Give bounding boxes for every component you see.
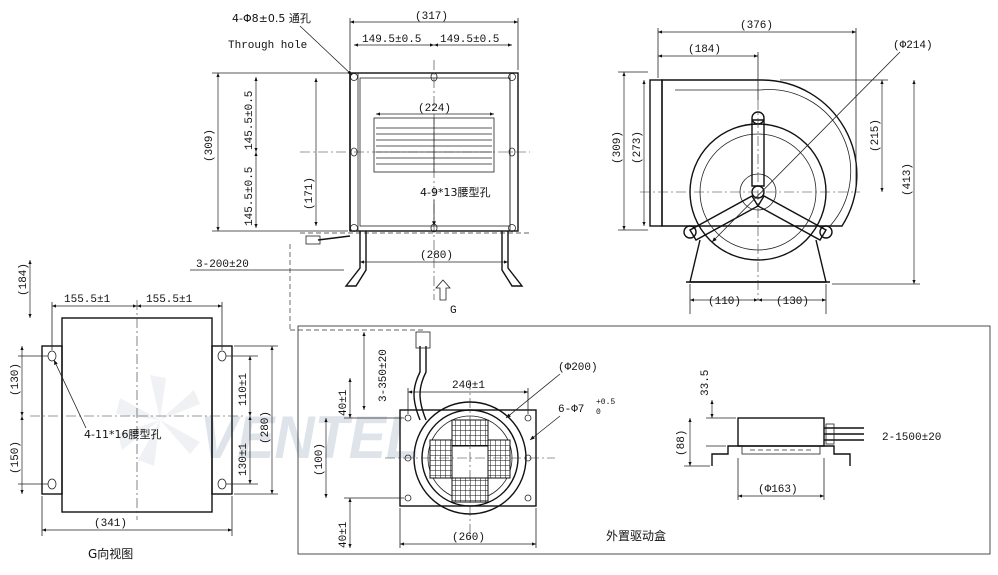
dim-driver-33-5: 33.5 bbox=[700, 370, 712, 396]
dim-outlet-224: (224) bbox=[418, 103, 451, 115]
g-slot-hole bbox=[217, 350, 227, 362]
flange-hole bbox=[524, 494, 532, 502]
g-slot-hole bbox=[217, 478, 227, 490]
dim-g-150: (150) bbox=[10, 441, 22, 474]
dim-flange-100: (100) bbox=[314, 443, 326, 476]
through-hole bbox=[350, 73, 358, 81]
dim-height-309: (309) bbox=[204, 129, 216, 162]
vent-grid bbox=[429, 439, 453, 479]
dim-g-184: (184) bbox=[18, 263, 30, 296]
side-flange bbox=[649, 79, 663, 227]
label-slot-spec: 4-9*13腰型孔 bbox=[420, 185, 490, 199]
through-hole bbox=[508, 224, 516, 232]
dim-flange-240: 240±1 bbox=[452, 380, 485, 392]
label-flange-hole-spec: 6-Φ7 bbox=[558, 404, 584, 416]
flange-hole bbox=[404, 414, 412, 422]
dim-driver-88: (88) bbox=[676, 430, 688, 456]
dim-side-309: (309) bbox=[612, 131, 624, 164]
label-view-g: G bbox=[450, 305, 457, 317]
dim-g-110: 110±1 bbox=[238, 373, 250, 406]
dim-side-half-184: (184) bbox=[688, 44, 721, 56]
dim-driver-163: (Φ163) bbox=[758, 484, 798, 496]
dim-side-width-376: (376) bbox=[740, 20, 773, 32]
watermark-logo: VENTEL bbox=[116, 375, 420, 471]
dim-wheel-diameter: (Φ214) bbox=[893, 40, 933, 52]
caption-g-view: G向视图 bbox=[88, 546, 133, 561]
dim-side-273: (273) bbox=[632, 131, 644, 164]
g-slot-hole bbox=[47, 350, 57, 362]
dim-hole-pitch-left: 149.5±0.5 bbox=[362, 34, 421, 46]
through-hole bbox=[508, 73, 516, 81]
dim-side-413: (413) bbox=[902, 163, 914, 196]
dim-g-pitch-right: 155.5±1 bbox=[146, 294, 193, 306]
dim-width-317: (317) bbox=[415, 11, 448, 23]
dim-flange-260: (260) bbox=[452, 532, 485, 544]
detail-frame bbox=[297, 325, 991, 555]
dim-pitch-vertical-top: 145.5±0.5 bbox=[244, 91, 256, 150]
label-flange-tol-upper: +0.5 bbox=[596, 398, 615, 407]
dim-g-130: (130) bbox=[10, 363, 22, 396]
dim-foot-130: (130) bbox=[776, 296, 809, 308]
label-through-hole-en: Through hole bbox=[228, 40, 307, 52]
dim-side-215: (215) bbox=[870, 119, 882, 152]
dim-inner-171: (171) bbox=[304, 177, 316, 210]
dim-driver-cable: 2-1500±20 bbox=[882, 432, 941, 444]
flange-hole bbox=[404, 494, 412, 502]
driver-box-body bbox=[737, 417, 825, 447]
cable-plug bbox=[415, 331, 431, 349]
dim-g-280: (280) bbox=[260, 411, 272, 444]
caption-driver-box: 外置驱动盒 bbox=[606, 528, 666, 543]
driver-box-bracket bbox=[711, 445, 851, 466]
side-view: (376) (184) (Φ214) (309) (273) (215) (41… bbox=[612, 20, 933, 314]
dim-base-280: (280) bbox=[420, 250, 453, 262]
g-slot-hole bbox=[47, 478, 57, 490]
dim-hole-pitch-right: 149.5±0.5 bbox=[440, 34, 499, 46]
cable-plug bbox=[305, 235, 321, 245]
label-through-hole-spec: 4-Φ8±0.5 通孔 bbox=[232, 12, 311, 25]
dim-g-341: (341) bbox=[94, 518, 127, 530]
dim-flange-40-top: 40±1 bbox=[338, 389, 350, 416]
flange-hole bbox=[524, 414, 532, 422]
view-direction-arrow bbox=[435, 279, 451, 301]
driver-box-view: 33.5 (88) 2-1500±20 (Φ163) 外置驱动盒 bbox=[606, 370, 941, 543]
flange-view: 3-350±20 240±1 (Φ200) 6-Φ7 +0.5 0 40±1 (… bbox=[314, 331, 615, 548]
vent-grid bbox=[487, 439, 511, 479]
g-view: (184) 155.5±1 155.5±1 (130) (150) 110±1 … bbox=[10, 260, 278, 561]
dim-cable-length: 3-200±20 bbox=[196, 259, 249, 271]
dim-foot-110: (110) bbox=[708, 296, 741, 308]
top-view: (317) 149.5±0.5 149.5±0.5 4-Φ8±0.5 通孔 Th… bbox=[190, 11, 530, 331]
label-flange-tol-lower: 0 bbox=[596, 408, 601, 417]
dim-g-pitch-left: 155.5±1 bbox=[64, 294, 111, 306]
dim-flange-40-bottom: 40±1 bbox=[338, 521, 350, 548]
dim-flange-diameter: (Φ200) bbox=[558, 362, 598, 374]
through-hole bbox=[350, 224, 358, 232]
dim-flange-cable: 3-350±20 bbox=[378, 349, 390, 402]
svg-text:VENTEL: VENTEL bbox=[200, 404, 420, 471]
label-g-slot-spec: 4-11*16腰型孔 bbox=[84, 427, 161, 441]
dim-pitch-vertical-bottom: 145.5±0.5 bbox=[244, 167, 256, 226]
scroll-housing bbox=[661, 79, 858, 227]
dim-g-130b: 130±1 bbox=[238, 443, 250, 476]
mount-arms bbox=[683, 111, 833, 241]
